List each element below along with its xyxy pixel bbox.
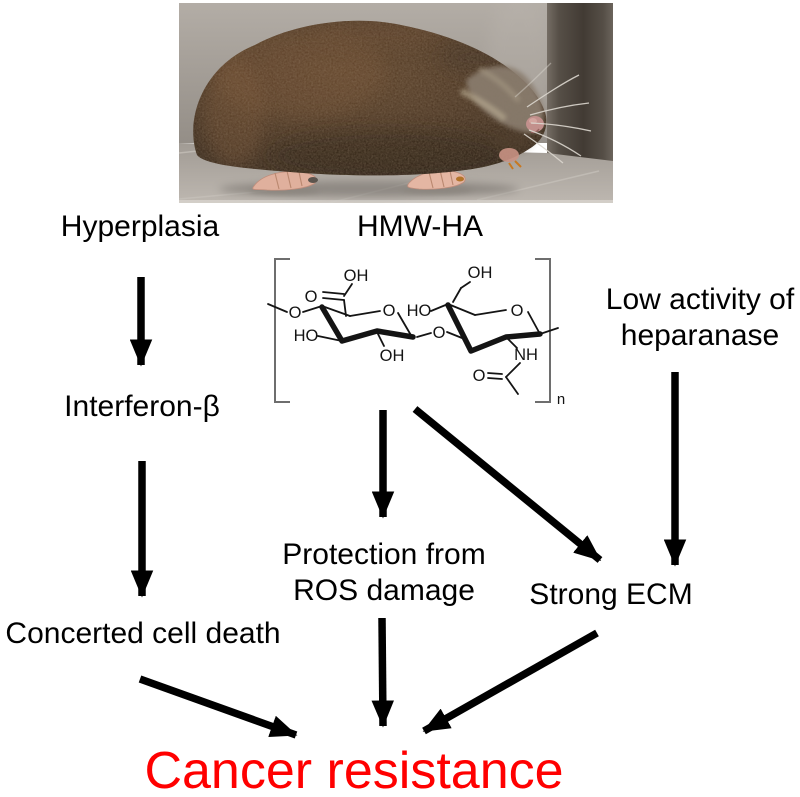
nose [526, 116, 544, 134]
photo-floor-edge-light [179, 200, 613, 203]
label-o-glycosidic: O [433, 324, 446, 342]
node-strong-ecm: Strong ECM [529, 578, 693, 611]
muzzle [466, 66, 544, 134]
node-protection-line2: ROS damage [293, 574, 475, 607]
muzzle-pale-stripe [459, 88, 507, 122]
node-low-heparanase-line2: heparanase [620, 319, 780, 352]
chin-shadow [491, 132, 531, 150]
label-oh-top-left: OH [344, 267, 369, 285]
label-o-ring-right: O [511, 302, 524, 320]
arrow-protection-to-cancer [371, 617, 395, 728]
bonds-bold [319, 302, 543, 354]
label-o-ring-left: O [383, 302, 396, 320]
bonds-thin [267, 281, 559, 395]
node-low-heparanase-line1: Low activity of [605, 283, 795, 316]
tucked-foot [499, 148, 522, 170]
label-repeat-n: n [557, 391, 565, 408]
label-o-carbonyl: O [305, 288, 318, 306]
hyaluronan-structure: OH O O HO O OH O HO OH O NH O n [267, 258, 566, 408]
arrow-concerted-to-cancer [138, 675, 298, 739]
node-protection-line1: Protection from [282, 538, 486, 571]
chem-labels: OH O O HO O OH O HO OH O NH O n [289, 264, 566, 408]
bracket-left [274, 258, 290, 403]
label-ho-right: HO [407, 302, 432, 320]
node-hmw-ha: HMW-HA [356, 210, 484, 243]
label-o-chain-left: O [289, 304, 302, 322]
label-o-acetyl: O [473, 367, 486, 385]
label-ho-left: HO [294, 327, 319, 345]
node-hyperplasia: Hyperplasia [60, 210, 220, 243]
label-oh-bottom-left: OH [380, 347, 405, 365]
arrow-strong-ecm-to-cancer [422, 629, 599, 735]
node-protection-ros: Protection from ROS damage [282, 537, 485, 609]
front-claw [456, 176, 464, 182]
label-nh: NH [514, 346, 538, 364]
mole-rat-photo [179, 3, 613, 203]
node-cancer-resistance: Cancer resistance [144, 742, 564, 797]
muzzle-pale-stripe-upper [477, 66, 521, 103]
rear-foot [252, 170, 318, 191]
label-oh-top-right: OH [468, 264, 493, 282]
whiskers [514, 62, 592, 164]
rear-claw [308, 177, 318, 183]
node-interferon-beta: Interferon-β [64, 390, 220, 423]
node-concerted-cell-death: Concerted cell death [5, 617, 281, 650]
node-low-heparanase: Low activity of heparanase [606, 282, 794, 354]
